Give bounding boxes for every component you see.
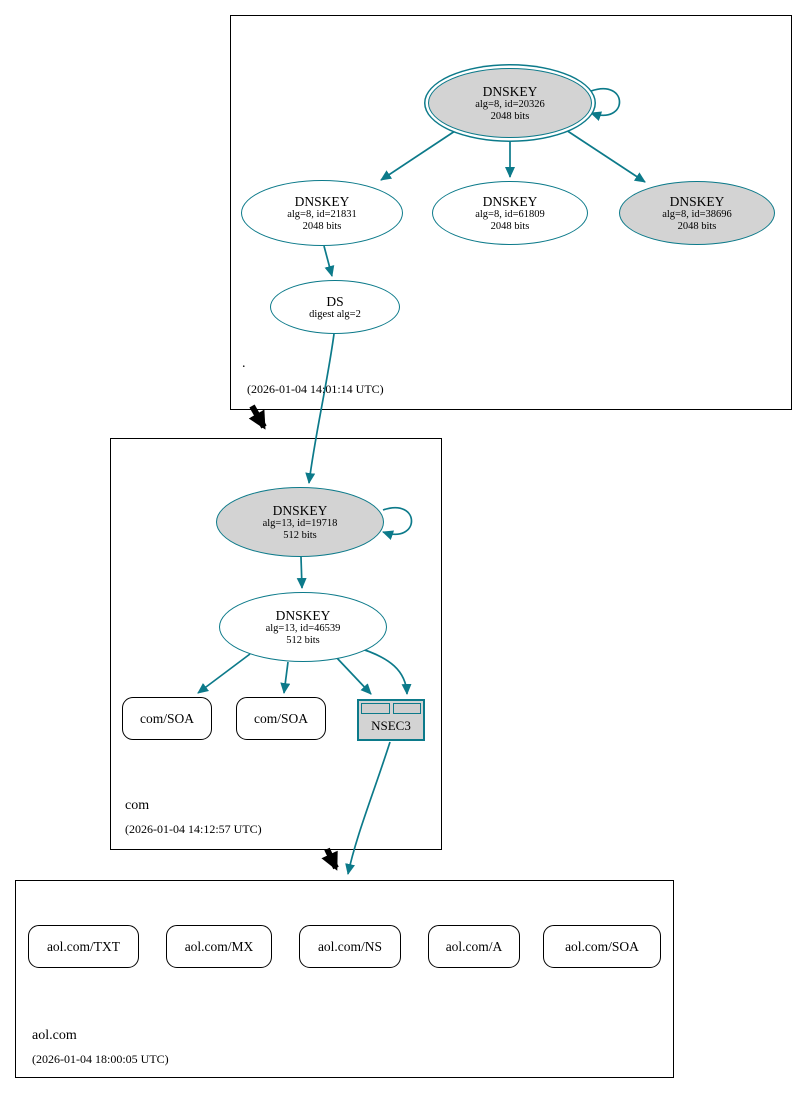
zone-box-com (110, 438, 442, 850)
node-title: DS (326, 293, 344, 309)
edge-root-zsk1-to-ds (323, 245, 335, 277)
edge-ds-to-com-ksk (305, 333, 335, 484)
aol-mx-rrset: aol.com/MX (166, 925, 272, 968)
root-ksk2-node: DNSKEY alg=8, id=38696 2048 bits (619, 181, 775, 245)
edge-com-zsk-to-soa2 (280, 661, 291, 694)
node-detail: 2048 bits (677, 220, 717, 232)
edge-root-ksk-to-zsk1 (380, 130, 456, 181)
com-soa-rrset-1: com/SOA (122, 697, 212, 740)
edge-root-ksk-to-ksk2 (565, 129, 646, 183)
edge-delegation-root-to-com (248, 404, 267, 430)
node-title: DNSKEY (294, 193, 350, 209)
zone-name-aol: aol.com (32, 1028, 77, 1043)
aol-a-rrset: aol.com/A (428, 925, 520, 968)
node-detail: 2048 bits (302, 220, 342, 232)
root-ds-node: DS digest alg=2 (270, 280, 400, 334)
edge-com-zsk-to-nsec3-left (335, 656, 372, 695)
root-zsk2-node: DNSKEY alg=8, id=61809 2048 bits (432, 181, 588, 245)
root-zsk1-node: DNSKEY alg=8, id=21831 2048 bits (241, 180, 403, 246)
node-detail: alg=8, id=61809 (475, 208, 545, 220)
node-detail: 2048 bits (490, 110, 530, 122)
edge-com-zsk-to-soa1 (197, 653, 251, 694)
aol-txt-rrset: aol.com/TXT (28, 925, 139, 968)
edge-com-zsk-to-nsec3-right (351, 645, 412, 695)
node-detail: 2048 bits (490, 220, 530, 232)
nsec3-cells (361, 703, 421, 714)
node-detail: 512 bits (286, 634, 320, 646)
node-detail: digest alg=2 (309, 308, 361, 320)
node-detail: alg=8, id=21831 (287, 208, 357, 220)
node-detail: alg=8, id=38696 (662, 208, 732, 220)
nsec3-cell (361, 703, 390, 714)
zone-name-com: com (125, 798, 150, 813)
node-title: DNSKEY (669, 193, 725, 209)
zone-box-aol (15, 880, 674, 1078)
com-soa-rrset-2: com/SOA (236, 697, 326, 740)
node-detail: 512 bits (283, 529, 317, 541)
com-ksk-node: DNSKEY alg=13, id=19718 512 bits (216, 487, 384, 557)
nsec3-node: NSEC3 (357, 699, 425, 741)
edge-delegation-com-to-aol (321, 847, 339, 871)
com-zsk-node: DNSKEY alg=13, id=46539 512 bits (219, 592, 387, 662)
node-detail: alg=13, id=46539 (265, 622, 341, 634)
edge-nsec3-to-aol (345, 741, 391, 875)
edge-com-ksk-selfloop (382, 507, 413, 540)
aol-ns-rrset: aol.com/NS (299, 925, 401, 968)
node-detail: alg=8, id=20326 (475, 98, 545, 110)
nsec3-cell (392, 703, 421, 714)
zone-timestamp-root: (2026-01-04 14:01:14 UTC) (247, 382, 384, 396)
edge-com-ksk-to-zsk (296, 556, 307, 589)
node-title: DNSKEY (272, 502, 328, 518)
node-title: DNSKEY (482, 83, 538, 99)
aol-soa-rrset: aol.com/SOA (543, 925, 661, 968)
zone-box-root (230, 15, 792, 410)
zone-timestamp-aol: (2026-01-04 18:00:05 UTC) (32, 1052, 169, 1066)
node-detail: alg=13, id=19718 (262, 517, 338, 529)
node-title: DNSKEY (482, 193, 538, 209)
zone-name-root: . (242, 356, 246, 371)
node-title: DNSKEY (275, 607, 331, 623)
nsec3-label: NSEC3 (371, 717, 411, 733)
edge-root-ksk-selfloop (590, 88, 621, 121)
root-ksk-node: DNSKEY alg=8, id=20326 2048 bits (428, 68, 592, 138)
zone-timestamp-com: (2026-01-04 14:12:57 UTC) (125, 822, 262, 836)
